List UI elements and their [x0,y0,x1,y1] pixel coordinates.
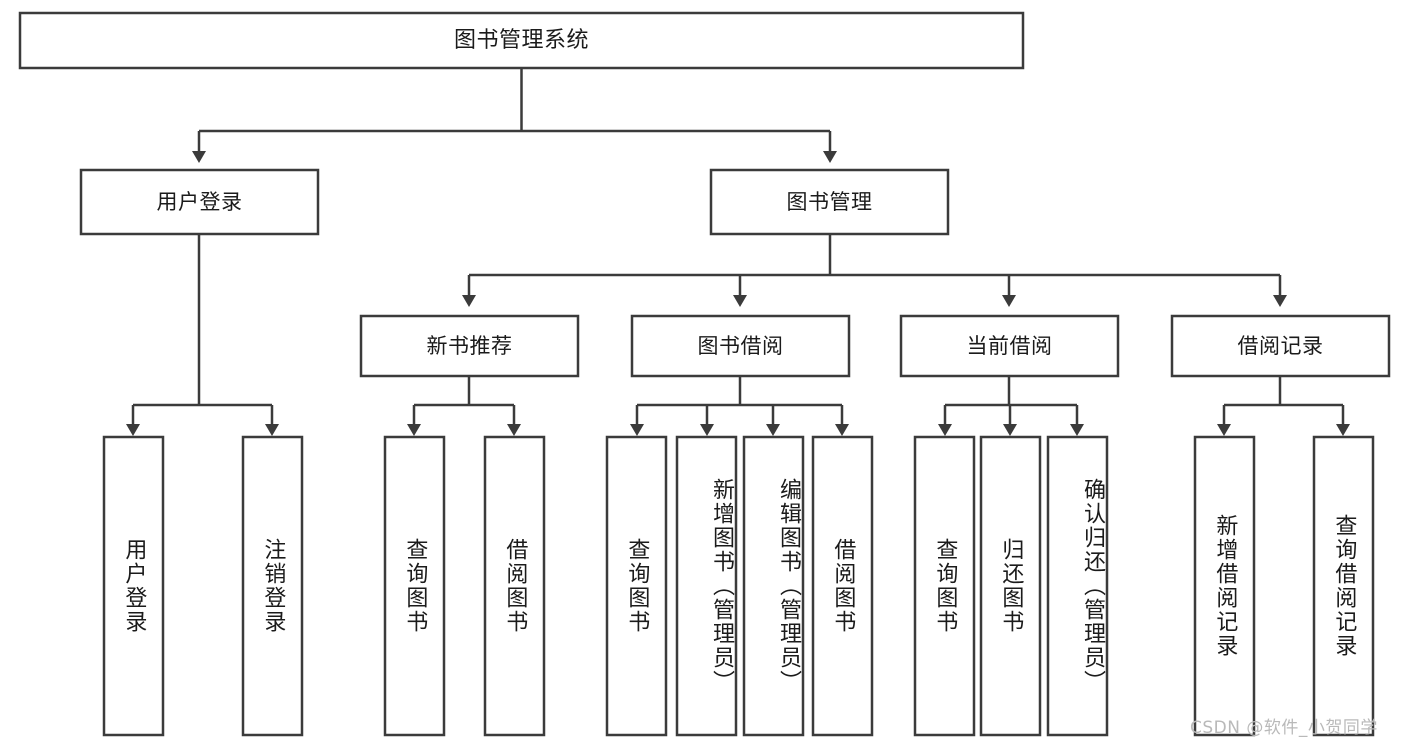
connector-borrowrecord-to-leaves [1217,376,1350,436]
node-user-login[interactable] [79,168,320,236]
node-root[interactable] [18,11,1025,70]
node-leaf-borrow-record-1[interactable] [1312,435,1375,737]
node-book-management[interactable] [709,168,950,236]
connector-bookborrow-to-leaves [630,376,849,436]
connector-level1-booksmgmt-to-level2 [462,234,1287,307]
node-leaf-new-book-0[interactable] [383,435,446,737]
csdn-watermark: CSDN @软件_小贺同学 [1190,718,1378,738]
node-leaf-new-book-1[interactable] [483,435,546,737]
node-leaf-borrow-record-0[interactable] [1193,435,1256,737]
connector-root-to-level1 [192,68,837,163]
node-leaf-book-borrow-3[interactable] [811,435,874,737]
connector-currentborrow-to-leaves [938,376,1084,436]
node-book-borrow[interactable] [630,314,851,378]
node-leaf-user-login-1[interactable] [241,435,304,737]
connector-userlogin-to-leaves [126,234,279,436]
node-leaf-current-borrow-1[interactable] [979,435,1042,737]
node-leaf-current-borrow-0[interactable] [913,435,976,737]
node-new-book-recommend[interactable] [359,314,580,378]
connector-newbook-to-leaves [407,376,521,436]
node-leaf-current-borrow-2[interactable] [1046,435,1109,737]
node-leaf-user-login-0[interactable] [102,435,165,737]
node-leaf-book-borrow-1[interactable] [675,435,738,737]
node-borrow-record[interactable] [1170,314,1391,378]
node-current-borrow[interactable] [899,314,1120,378]
node-leaf-book-borrow-2[interactable] [742,435,805,737]
node-leaf-book-borrow-0[interactable] [605,435,668,737]
